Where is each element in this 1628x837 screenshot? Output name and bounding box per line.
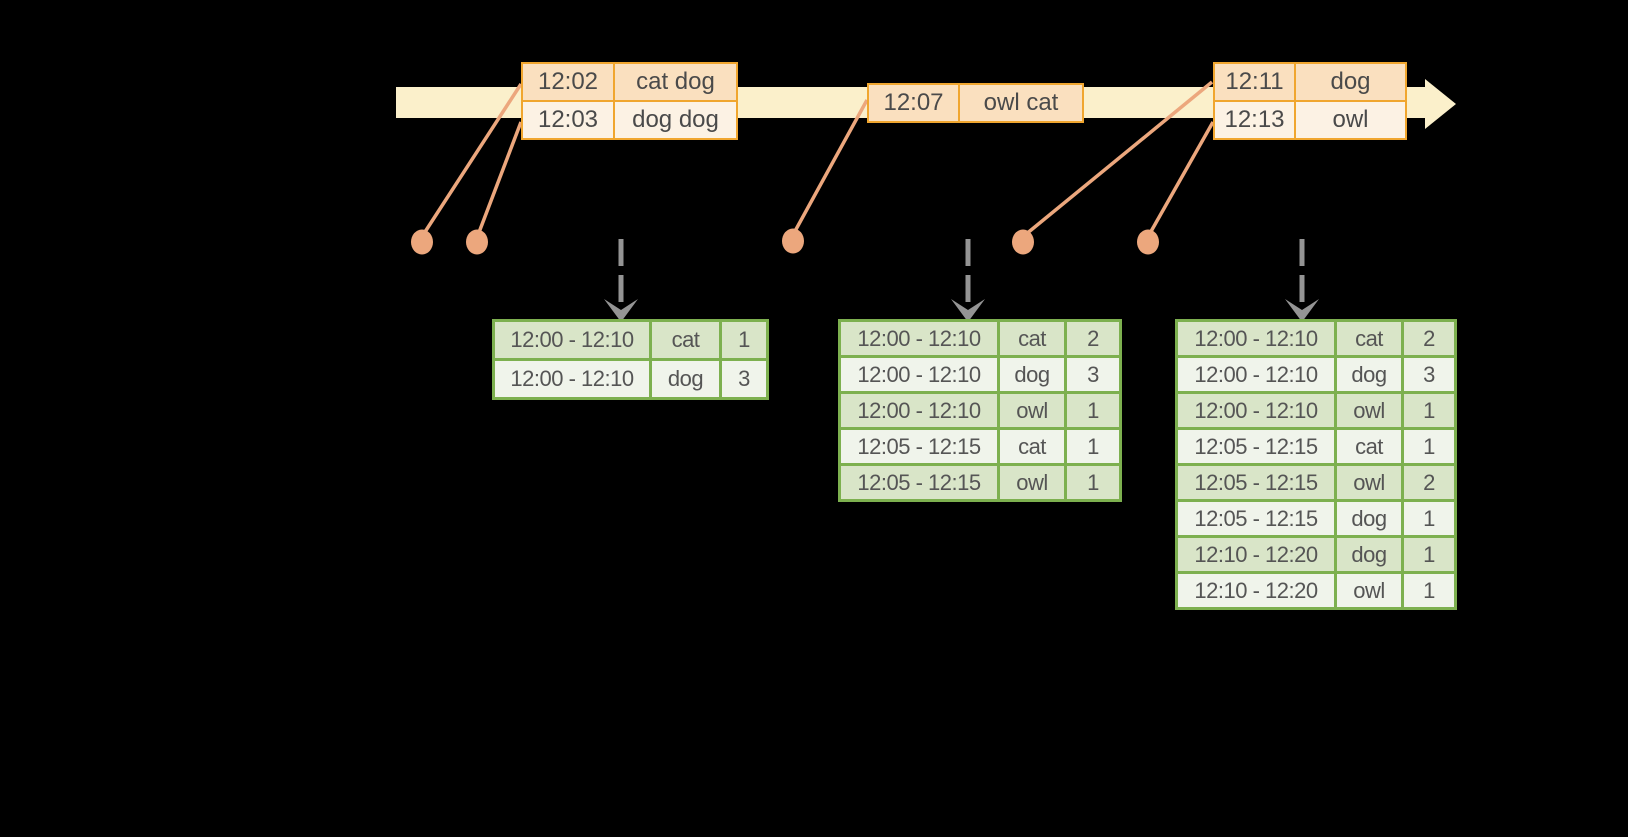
event-words-cell: owl	[1294, 100, 1407, 140]
event-words-cell: dog	[1294, 62, 1407, 102]
result-count-cell: 1	[1401, 427, 1457, 466]
event-connector-5	[1147, 121, 1215, 236]
result-word-cell: dog	[1334, 535, 1404, 574]
result-count-cell: 1	[1064, 391, 1122, 430]
result-window-cell: 12:05 - 12:15	[1175, 427, 1337, 466]
result-count-cell: 3	[1064, 355, 1122, 394]
result-word-cell: cat	[649, 319, 722, 361]
result-word-cell: cat	[997, 319, 1067, 358]
result-window-cell: 12:00 - 12:10	[838, 355, 1000, 394]
event-time-cell: 12:13	[1213, 100, 1296, 140]
event-time-cell: 12:03	[521, 100, 615, 140]
result-window-cell: 12:00 - 12:10	[492, 358, 652, 400]
event-connector-4	[1023, 80, 1214, 237]
result-word-cell: owl	[1334, 391, 1404, 430]
result-window-cell: 12:00 - 12:10	[1175, 391, 1337, 430]
result-window-cell: 12:10 - 12:20	[1175, 571, 1337, 610]
result-count-cell: 2	[1401, 463, 1457, 502]
trigger-arrowhead-icon-3	[1285, 299, 1319, 322]
result-word-cell: owl	[1334, 571, 1404, 610]
event-dot-5	[1137, 229, 1159, 255]
event-words-cell: cat dog	[613, 62, 738, 102]
result-word-cell: dog	[1334, 355, 1404, 394]
result-window-cell: 12:00 - 12:10	[838, 319, 1000, 358]
result-count-cell: 1	[1401, 499, 1457, 538]
result-word-cell: owl	[997, 391, 1067, 430]
result-count-cell: 1	[1064, 463, 1122, 502]
result-word-cell: cat	[997, 427, 1067, 466]
result-word-cell: owl	[1334, 463, 1404, 502]
event-time-cell: 12:02	[521, 62, 615, 102]
result-word-cell: owl	[997, 463, 1067, 502]
trigger-arrowhead-icon-2	[951, 299, 985, 322]
result-word-cell: dog	[1334, 499, 1404, 538]
timeline-arrowhead-icon	[1425, 79, 1456, 129]
event-connector-3	[792, 99, 869, 234]
result-count-cell: 1	[1401, 571, 1457, 610]
result-count-cell: 1	[1401, 391, 1457, 430]
result-window-cell: 12:10 - 12:20	[1175, 535, 1337, 574]
event-time-cell: 12:07	[867, 83, 960, 123]
trigger-arrowhead-icon-1	[604, 299, 638, 322]
event-connector-2	[476, 121, 523, 236]
result-count-cell: 1	[1401, 535, 1457, 574]
result-word-cell: cat	[1334, 319, 1404, 358]
event-dot-2	[466, 229, 488, 255]
result-word-cell: cat	[1334, 427, 1404, 466]
result-word-cell: dog	[649, 358, 722, 400]
result-window-cell: 12:05 - 12:15	[1175, 463, 1337, 502]
result-count-cell: 1	[719, 319, 769, 361]
event-dot-4	[1012, 229, 1034, 255]
event-connector-1	[421, 83, 523, 236]
event-words-cell: owl cat	[958, 83, 1084, 123]
result-window-cell: 12:00 - 12:10	[1175, 319, 1337, 358]
event-time-cell: 12:11	[1213, 62, 1296, 102]
event-dot-1	[411, 229, 433, 255]
result-window-cell: 12:05 - 12:15	[838, 427, 1000, 466]
result-count-cell: 2	[1401, 319, 1457, 358]
result-count-cell: 1	[1064, 427, 1122, 466]
result-count-cell: 3	[1401, 355, 1457, 394]
result-count-cell: 2	[1064, 319, 1122, 358]
event-dot-3	[782, 228, 804, 254]
result-count-cell: 3	[719, 358, 769, 400]
result-window-cell: 12:00 - 12:10	[492, 319, 652, 361]
result-window-cell: 12:00 - 12:10	[1175, 355, 1337, 394]
result-window-cell: 12:00 - 12:10	[838, 391, 1000, 430]
result-window-cell: 12:05 - 12:15	[838, 463, 1000, 502]
result-word-cell: dog	[997, 355, 1067, 394]
event-words-cell: dog dog	[613, 100, 738, 140]
result-window-cell: 12:05 - 12:15	[1175, 499, 1337, 538]
